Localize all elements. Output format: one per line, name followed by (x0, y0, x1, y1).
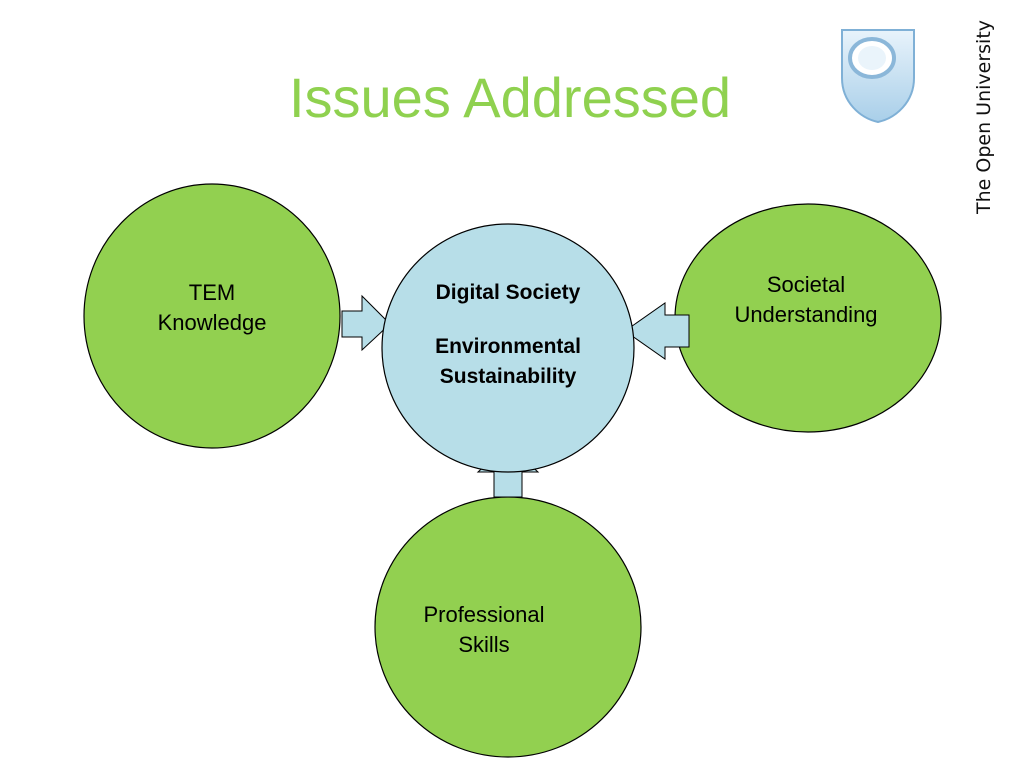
societal-label-line1: Societal (766, 272, 846, 297)
center-label-line1: Digital Society (435, 281, 581, 304)
professional-label-line2: Skills (458, 632, 510, 657)
arrow-right-into-center (341, 294, 391, 352)
professional-label-line1: Professional (423, 602, 545, 627)
societal-understanding-label: Societal Understanding (706, 270, 906, 330)
tem-label-line1: TEM (188, 280, 236, 305)
digital-society-center-circle (381, 223, 635, 473)
societal-label-line2: Understanding (734, 302, 878, 327)
center-label-line2: Environmental (435, 335, 581, 358)
arrow-left-into-center (624, 302, 690, 360)
shield-logo-icon (841, 29, 915, 124)
professional-skills-label: Professional Skills (384, 600, 584, 660)
center-label-line3: Sustainability (439, 365, 577, 388)
tem-knowledge-label: TEM Knowledge (122, 278, 302, 338)
center-label: Digital Society Environmental Sustainabi… (398, 278, 618, 392)
tem-label-line2: Knowledge (157, 310, 267, 335)
tem-knowledge-circle (83, 183, 341, 449)
open-university-logo: The Open University (838, 20, 998, 226)
slide-title: Issues Addressed (288, 66, 732, 129)
